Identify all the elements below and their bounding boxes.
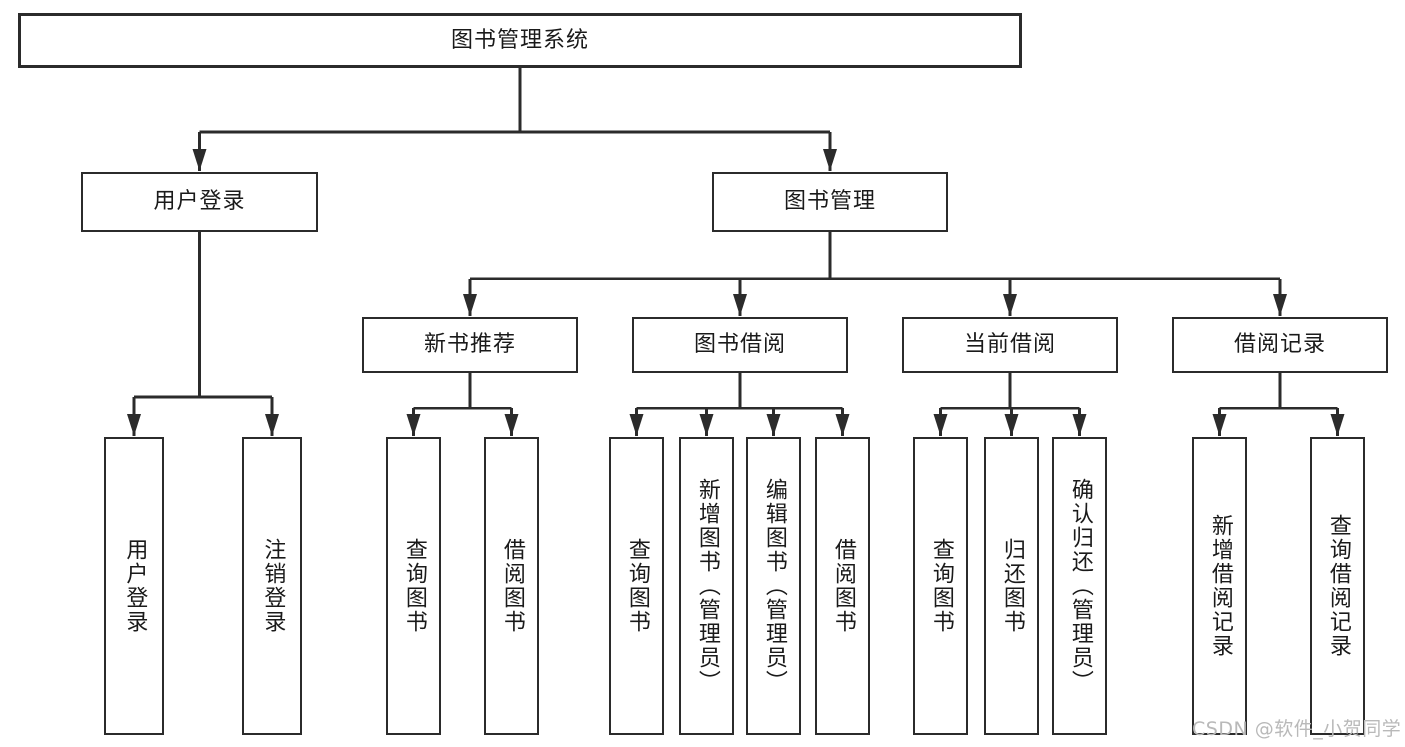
node-label: 图书管理系统 xyxy=(450,27,589,53)
node-label: 新增借阅记录 xyxy=(1207,514,1233,658)
node-label: 确认归还（管理员） xyxy=(1067,478,1093,694)
node-label: 编辑图书（管理员） xyxy=(761,478,787,694)
node-label: 借阅记录 xyxy=(1233,332,1326,358)
node-label: 查询图书 xyxy=(928,538,954,634)
node-leaf-user-logout[interactable]: 注销登录 xyxy=(242,437,302,735)
node-label: 查询图书 xyxy=(401,538,427,634)
node-leaf-rc-query[interactable]: 查询借阅记录 xyxy=(1310,437,1365,735)
node-label: 当前借阅 xyxy=(963,332,1056,358)
node-label: 图书借阅 xyxy=(693,332,786,358)
node-label: 归还图书 xyxy=(999,538,1025,634)
node-borrow[interactable]: 图书借阅 xyxy=(632,317,848,373)
node-root[interactable]: 图书管理系统 xyxy=(18,13,1022,68)
node-label: 用户登录 xyxy=(153,189,246,215)
node-label: 借阅图书 xyxy=(830,538,856,634)
node-leaf-user-login[interactable]: 用户登录 xyxy=(104,437,164,735)
node-current[interactable]: 当前借阅 xyxy=(902,317,1118,373)
node-label: 新书推荐 xyxy=(423,332,516,358)
node-label: 用户登录 xyxy=(122,538,148,634)
node-label: 注销登录 xyxy=(260,538,286,634)
node-leaf-cu-query[interactable]: 查询图书 xyxy=(913,437,968,735)
node-label: 新增图书（管理员） xyxy=(694,478,720,694)
node-records[interactable]: 借阅记录 xyxy=(1172,317,1388,373)
node-leaf-bo-edit[interactable]: 编辑图书（管理员） xyxy=(746,437,801,735)
node-leaf-cu-return[interactable]: 归还图书 xyxy=(984,437,1039,735)
node-bookmgmt[interactable]: 图书管理 xyxy=(712,172,948,232)
node-label: 图书管理 xyxy=(783,189,876,215)
node-leaf-nb-query[interactable]: 查询图书 xyxy=(386,437,441,735)
watermark-text: CSDN @软件_小贺同学 xyxy=(1192,718,1402,740)
node-leaf-rc-add[interactable]: 新增借阅记录 xyxy=(1192,437,1247,735)
node-leaf-bo-add[interactable]: 新增图书（管理员） xyxy=(679,437,734,735)
node-leaf-cu-confirm[interactable]: 确认归还（管理员） xyxy=(1052,437,1107,735)
node-label: 借阅图书 xyxy=(499,538,525,634)
node-label: 查询借阅记录 xyxy=(1325,514,1351,658)
node-login[interactable]: 用户登录 xyxy=(81,172,318,232)
node-leaf-bo-query[interactable]: 查询图书 xyxy=(609,437,664,735)
node-newbook[interactable]: 新书推荐 xyxy=(362,317,578,373)
node-label: 查询图书 xyxy=(624,538,650,634)
node-leaf-nb-borrow[interactable]: 借阅图书 xyxy=(484,437,539,735)
node-leaf-bo-borrow[interactable]: 借阅图书 xyxy=(815,437,870,735)
